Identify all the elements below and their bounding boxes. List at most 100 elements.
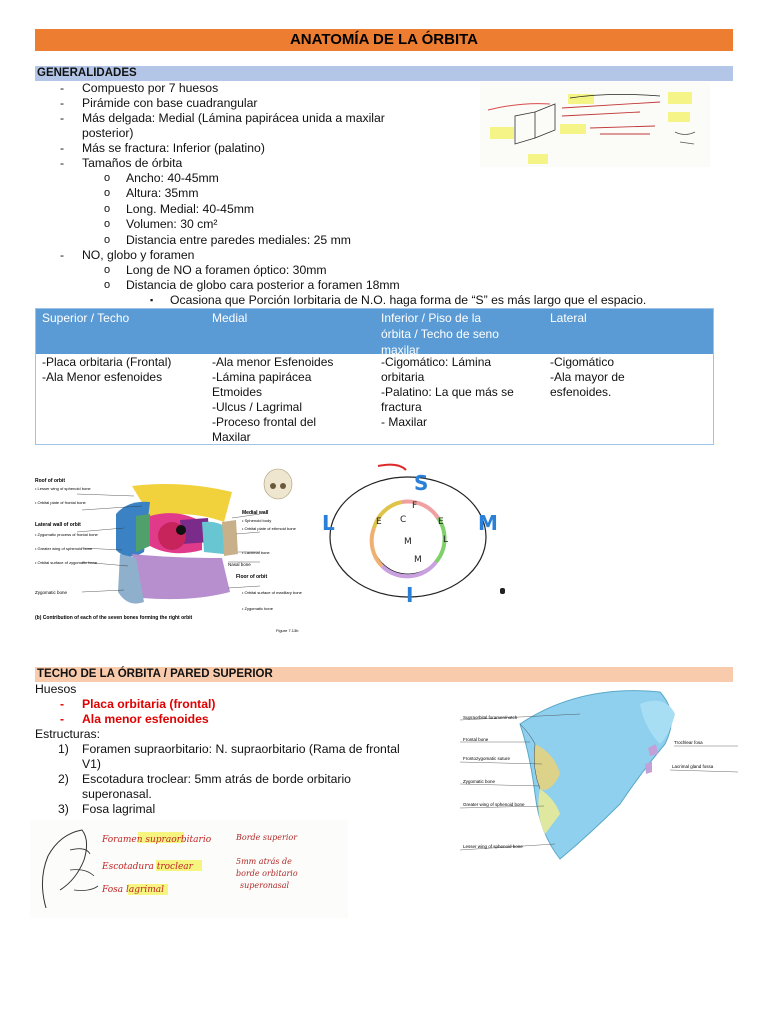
circle-bullet: o	[104, 279, 111, 291]
svg-text:• Orbital plate of ethmoid bon: • Orbital plate of ethmoid bone	[242, 526, 297, 531]
circle-bullet: o	[104, 187, 111, 199]
list-number: 1)	[58, 742, 69, 756]
svg-text:• Lesser wing of sphenoid bone: • Lesser wing of sphenoid bone	[35, 486, 91, 491]
dash-bullet: -	[60, 697, 65, 711]
svg-text:F: F	[412, 501, 417, 511]
svg-text:Lacrimal gland fossa: Lacrimal gland fossa	[672, 764, 714, 769]
dash-bullet: -	[60, 141, 65, 155]
table-cell-medial: -Ala menor Esfenoides -Lámina papirácea …	[212, 355, 334, 444]
svg-text:Frontozygomatic suture: Frontozygomatic suture	[463, 756, 511, 761]
section-header-techo: TECHO DE LA ÓRBITA / PARED SUPERIOR	[35, 667, 733, 682]
svg-text:• Zygomatic process of frontal: • Zygomatic process of frontal bone	[35, 532, 99, 537]
estructura-item-cont: superonasal.	[82, 787, 152, 801]
dash-bullet: -	[60, 712, 65, 726]
svg-text:• Lacrimal bone: • Lacrimal bone	[242, 550, 270, 555]
svg-text:• Greater wing of sphenoid bon: • Greater wing of sphenoid bone	[35, 546, 93, 551]
dash-bullet: -	[60, 156, 65, 170]
svg-text:Roof of orbit: Roof of orbit	[35, 478, 65, 484]
estructura-item-cont: V1)	[82, 757, 101, 771]
svg-text:Zygomatic bone: Zygomatic bone	[35, 590, 68, 595]
svg-text:Figure 7.13b: Figure 7.13b	[276, 628, 299, 633]
svg-text:L: L	[443, 535, 448, 545]
svg-text:(b) Contribution of each of th: (b) Contribution of each of the seven bo…	[35, 615, 193, 621]
svg-text:Greater wing of sphenoid bone: Greater wing of sphenoid bone	[463, 802, 525, 807]
size-item: Volumen: 30 cm²	[126, 217, 218, 231]
svg-text:• Orbital plate of frontal bon: • Orbital plate of frontal bone	[35, 500, 87, 505]
handwritten-dimensions-note	[480, 82, 710, 167]
svg-text:C: C	[400, 515, 406, 525]
dash-bullet: -	[60, 248, 65, 262]
svg-text:Foramen supraorbitario: Foramen supraorbitario	[101, 835, 212, 845]
svg-text:Nasal bone: Nasal bone	[228, 562, 251, 567]
skull-icon	[263, 468, 293, 500]
svg-text:superonasal: superonasal	[240, 881, 290, 890]
nervio-sub-item: Long de NO a foramen óptico: 30mm	[126, 263, 327, 277]
svg-text:Zygomatic bone: Zygomatic bone	[463, 779, 496, 784]
gen-item: Tamaños de órbita	[82, 156, 183, 170]
circle-bullet: o	[104, 172, 111, 184]
hueso-item: Ala menor esfenoides	[82, 712, 209, 726]
hueso-item: Placa orbitaria (frontal)	[82, 697, 216, 711]
page-title: ANATOMÍA DE LA ÓRBITA	[289, 31, 479, 48]
svg-text:5mm atrás de: 5mm atrás de	[236, 857, 292, 866]
svg-text:M: M	[404, 537, 412, 547]
estructura-item: Fosa lagrimal	[82, 802, 156, 816]
dash-bullet: -	[60, 111, 65, 125]
size-item: Long. Medial: 40-45mm	[126, 202, 255, 216]
circle-bullet: o	[104, 218, 111, 230]
svg-text:Escotadura troclear: Escotadura troclear	[101, 862, 194, 872]
nervio-subsub-item: Ocasiona que Porción Iorbitaria de N.O. …	[170, 293, 647, 307]
circle-bullet: o	[104, 203, 111, 215]
gen-item: Más delgada: Medial (Lámina papirácea un…	[82, 111, 385, 125]
estructura-item: Escotadura troclear: 5mm atrás de borde …	[82, 772, 351, 786]
estructura-item: Foramen supraorbitario: N. supraorbitari…	[82, 742, 400, 756]
estructuras-label: Estructuras:	[35, 727, 101, 741]
svg-text:• Zygomatic bone: • Zygomatic bone	[242, 606, 274, 611]
table-header-inferior: Inferior / Piso de la órbita / Techo de …	[381, 311, 499, 357]
gen-item-nervio: NO, globo y foramen	[82, 248, 195, 262]
dash-bullet: -	[60, 96, 65, 110]
svg-text:Frontal bone: Frontal bone	[463, 737, 489, 742]
orbit-bones-figure: Roof of orbit • Lesser wing of sphenoid …	[32, 462, 310, 634]
svg-text:Borde superior: Borde superior	[235, 833, 298, 842]
gen-item: Más se fractura: Inferior (palatino)	[82, 141, 265, 155]
huesos-label: Huesos	[35, 682, 77, 696]
table-header-lateral: Lateral	[550, 311, 587, 325]
svg-text:Lesser wing of sphenoid bone: Lesser wing of sphenoid bone	[463, 844, 523, 849]
svg-text:M: M	[414, 555, 422, 565]
svg-text:• Orbital surface of zygomatic: • Orbital surface of zygomatic bone	[35, 560, 98, 565]
size-item: Ancho: 40-45mm	[126, 171, 219, 185]
svg-text:E: E	[438, 517, 444, 527]
circle-bullet: o	[104, 264, 111, 276]
table-header-superior: Superior / Techo	[42, 311, 130, 325]
diagram-letter-top: S	[414, 471, 428, 495]
orbit-walls-handdrawn-diagram: S L M I E F E M C M L	[318, 462, 508, 612]
svg-text:Floor of orbit: Floor of orbit	[236, 574, 267, 580]
gen-item: Compuesto por 7 huesos	[82, 81, 219, 95]
page-title-bar: ANATOMÍA DE LA ÓRBITA	[35, 29, 733, 51]
mark-dot	[500, 588, 505, 594]
size-item: Altura: 35mm	[126, 186, 199, 200]
diagram-letter-right: M	[478, 511, 498, 535]
diagram-letter-left: L	[322, 511, 335, 535]
handwritten-roof-notes: Foramen supraorbitario Escotadura trocle…	[30, 820, 348, 918]
table-header-row	[36, 309, 713, 354]
table-cell-superior: -Placa orbitaria (Frontal) -Ala Menor es…	[42, 355, 172, 384]
svg-text:Supraorbital foramen/notch: Supraorbital foramen/notch	[463, 715, 518, 720]
list-number: 3)	[58, 802, 69, 816]
dash-bullet: -	[60, 81, 65, 95]
square-bullet: ▪	[150, 295, 154, 305]
nervio-sub-item: Distancia de globo cara posterior a fora…	[126, 278, 400, 292]
orbit-walls-table: Superior / Techo Medial Inferior / Piso …	[35, 308, 714, 445]
size-item: Distancia entre paredes mediales: 25 mm	[126, 233, 351, 247]
diagram-letter-bottom: I	[406, 583, 413, 607]
table-cell-lateral: -Cigomático -Ala mayor de esfenoides.	[550, 355, 625, 399]
svg-text:• Orbital surface of maxillary: • Orbital surface of maxillary bone	[242, 590, 303, 595]
list-number: 2)	[58, 772, 69, 786]
gen-item: Pirámide con base cuadrangular	[82, 96, 258, 110]
circle-bullet: o	[104, 234, 111, 246]
section-header-generalidades: GENERALIDADES	[35, 66, 733, 81]
table-header-medial: Medial	[212, 311, 248, 325]
orbit-roof-figure: Supraorbital foramen/notch Frontal bone …	[460, 684, 740, 866]
gen-item-cont: posterior)	[82, 126, 134, 140]
